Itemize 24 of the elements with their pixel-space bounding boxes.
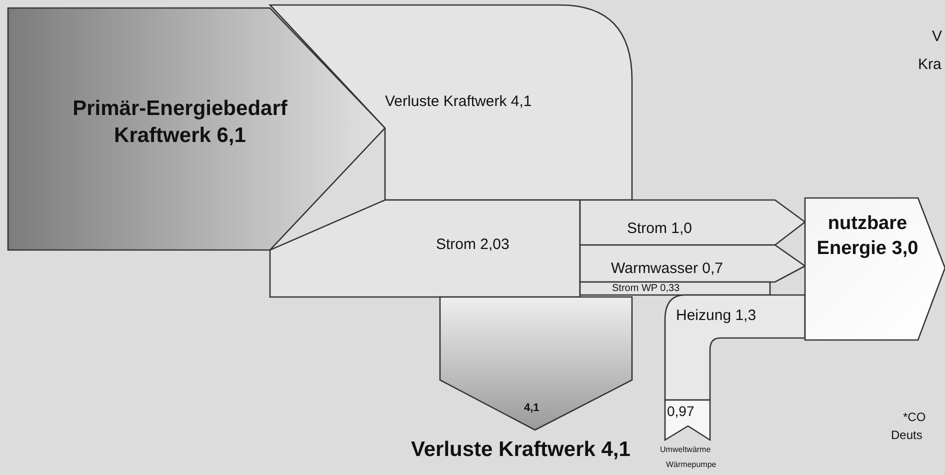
loss-shape [440, 297, 632, 430]
caption-text: Wärmepumpe [666, 460, 716, 469]
heading-text: nutzbare Energie 3,0 [816, 212, 920, 261]
arrow-shape [8, 8, 385, 250]
flow-label: 0,97 [667, 403, 694, 419]
flow-band [580, 245, 805, 282]
caption-text: Umweltwärme [660, 445, 711, 454]
flow-label: Strom WP 0,33 [612, 283, 680, 294]
flow-label: Strom 2,03 [436, 236, 510, 253]
flow-label: Warmwasser 0,7 [611, 260, 723, 277]
note-text: Kra [918, 56, 942, 73]
heading-text: 4,1 [524, 402, 540, 414]
flow-band [665, 295, 805, 400]
flow-label: Heizung 1,3 [676, 307, 756, 324]
flow-band [580, 200, 805, 245]
note-text: Deuts [891, 428, 922, 442]
flow-band [580, 282, 770, 296]
note-text: *CO [903, 410, 926, 424]
heading-text: Primär-Energiebedarf Kraftwerk 6,1 [72, 96, 288, 150]
flow-label: Strom 1,0 [627, 220, 692, 237]
note-text: V [932, 28, 942, 45]
caption-text: Verluste Kraftwerk 4,1 [411, 438, 630, 462]
target-shape [805, 198, 945, 340]
flow-label: Verluste Kraftwerk 4,1 [385, 93, 532, 110]
